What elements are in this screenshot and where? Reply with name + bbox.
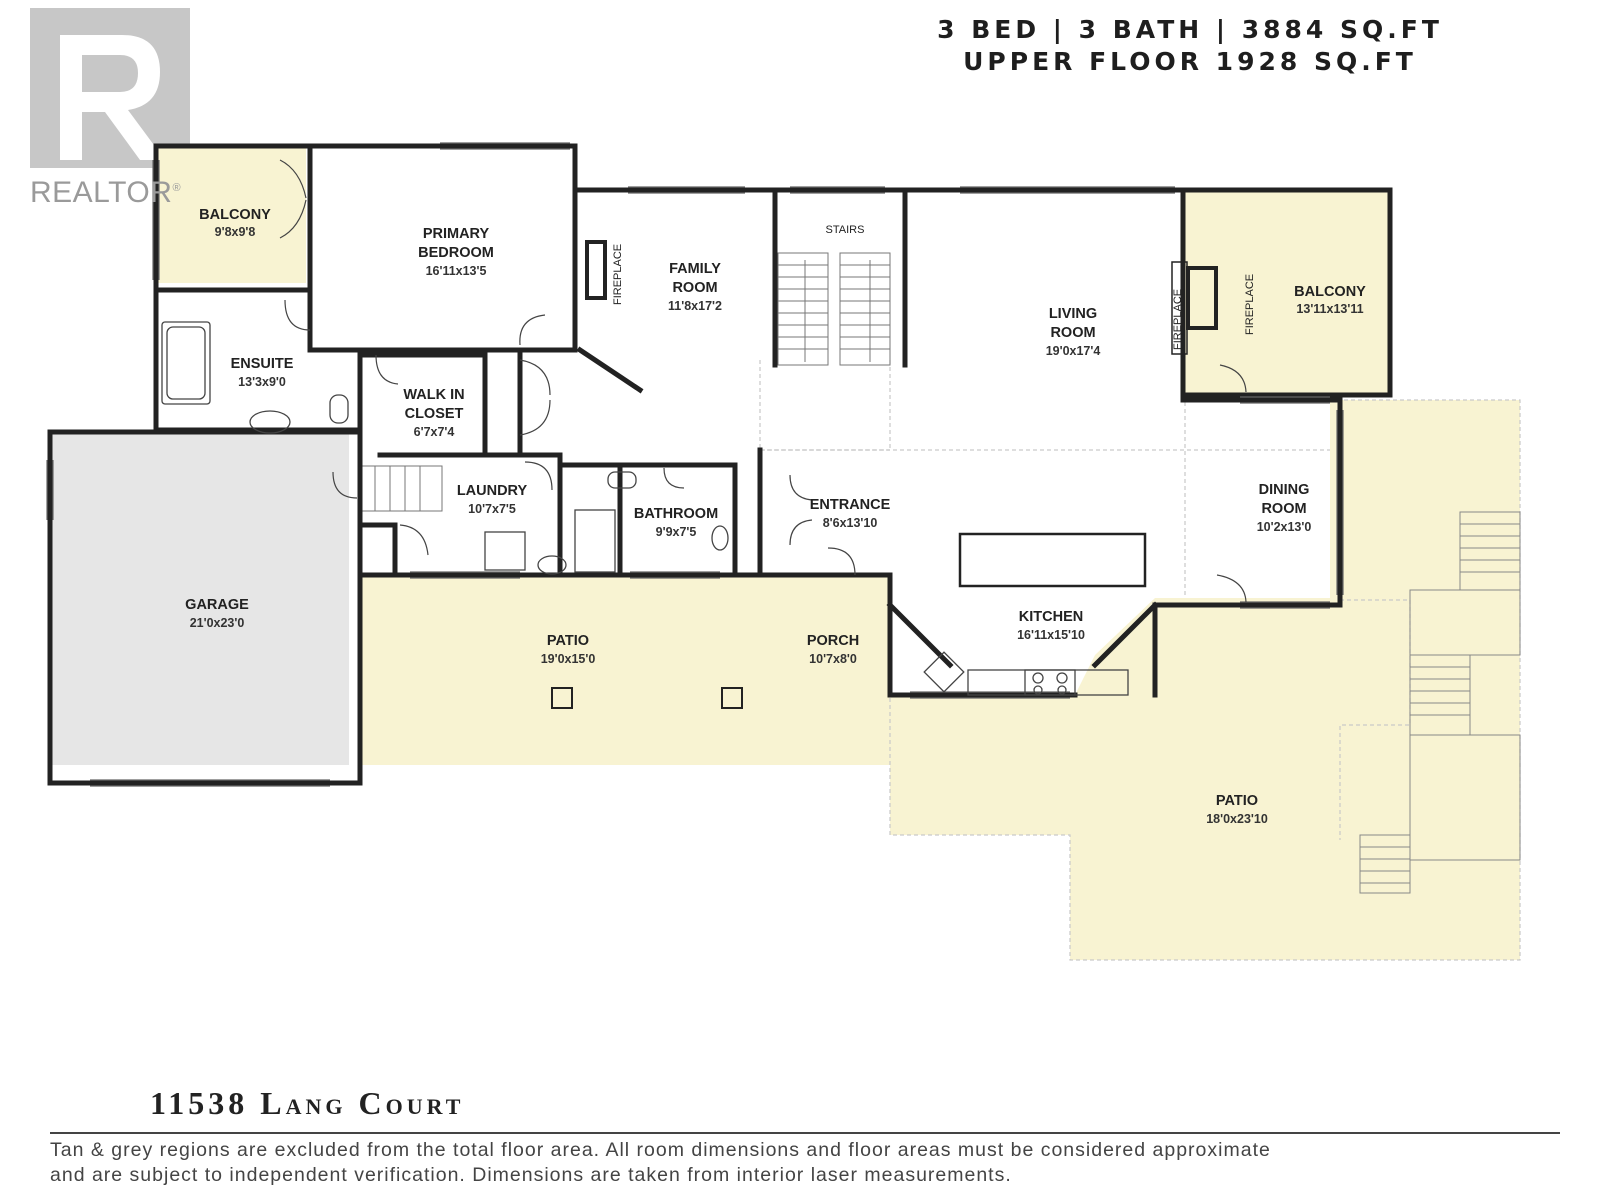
patio-right-dim: 18'0x23'10 — [1206, 812, 1268, 826]
garage-dim: 21'0x23'0 — [190, 616, 245, 630]
property-address: 11538 Lang Court — [150, 1085, 465, 1121]
walls — [47, 143, 1393, 786]
walk-in-closet-name-2: CLOSET — [405, 406, 464, 422]
fireplaces — [585, 240, 1218, 355]
exterior-stairs — [1359, 511, 1521, 894]
room-labels: BALCONY 9'8x9'8 PRIMARY BEDROOM 16'11x13… — [185, 207, 1366, 826]
ensuite-name: ENSUITE — [231, 356, 294, 372]
disclaimer-line-2: and are subject to independent verificat… — [50, 1164, 1012, 1186]
kitchen-dim: 16'11x15'10 — [1017, 628, 1085, 642]
header-summary: 3 BED | 3 BATH | 3884 SQ.FT — [937, 15, 1443, 44]
plan-header: 3 BED | 3 BATH | 3884 SQ.FT UPPER FLOOR … — [880, 14, 1500, 78]
deck-outline — [759, 360, 1521, 961]
family-room-dim: 11'8x17'2 — [668, 299, 722, 313]
family-fireplace — [585, 240, 607, 300]
balcony-right-name: BALCONY — [1294, 284, 1366, 300]
doors — [279, 159, 1247, 603]
disclaimer-line-1: Tan & grey regions are excluded from the… — [50, 1139, 1271, 1161]
footer-divider — [50, 1132, 1560, 1134]
laundry-name: LAUNDRY — [457, 483, 528, 499]
primary-bedroom-name-1: PRIMARY — [423, 226, 490, 242]
porch-dim: 10'7x8'0 — [809, 652, 857, 666]
balcony-left-area — [156, 146, 306, 283]
shower — [574, 509, 616, 573]
bath-sink — [711, 525, 729, 551]
family-room-name-1: FAMILY — [669, 261, 721, 277]
garage-area — [52, 432, 349, 765]
corner-sink — [923, 651, 965, 693]
bathroom-dim: 9'9x7'5 — [656, 525, 697, 539]
patio-left-name: PATIO — [547, 633, 589, 649]
disclaimer: Tan & grey regions are excluded from the… — [50, 1138, 1570, 1188]
realtor-watermark: REALTOR® — [30, 176, 181, 210]
balcony-left-name: BALCONY — [199, 207, 271, 223]
windows — [46, 142, 1344, 787]
ensuite-dim: 13'3x9'0 — [238, 375, 286, 389]
bath-toilet — [607, 471, 637, 489]
stairs-name: STAIRS — [826, 224, 865, 236]
realtor-watermark-text: REALTOR — [30, 176, 173, 209]
header-upper-floor: UPPER FLOOR 1928 SQ.FT — [963, 47, 1417, 76]
registered-mark: ® — [172, 182, 182, 194]
kitchen-island — [958, 532, 1147, 588]
patio-right-name: PATIO — [1216, 793, 1258, 809]
laundry-dim: 10'7x7'5 — [468, 502, 516, 516]
fireplace-label-family: FIREPLACE — [612, 244, 624, 305]
dining-room-dim: 10'2x13'0 — [1257, 520, 1312, 534]
ensuite-toilet — [329, 394, 349, 424]
family-room-name-2: ROOM — [672, 280, 717, 296]
garage-name: GARAGE — [185, 597, 249, 613]
fireplace-label-balcony: FIREPLACE — [1244, 274, 1256, 335]
dining-room-name-2: ROOM — [1261, 501, 1306, 517]
entrance-dim: 8'6x13'10 — [823, 516, 878, 530]
balcony-left-dim: 9'8x9'8 — [215, 225, 256, 239]
walk-in-closet-name-1: WALK IN — [403, 387, 464, 403]
bathtub — [161, 321, 211, 405]
dining-room-name-1: DINING — [1259, 482, 1310, 498]
fixtures — [161, 321, 1147, 709]
laundry-sink — [537, 555, 567, 575]
entrance-name: ENTRANCE — [810, 497, 891, 513]
patio-left-dim: 19'0x15'0 — [541, 652, 596, 666]
realtor-logo — [30, 8, 190, 168]
kitchen-name: KITCHEN — [1019, 609, 1083, 625]
porch-name: PORCH — [807, 633, 859, 649]
patio-post-1 — [551, 687, 573, 709]
patio-post-2 — [721, 687, 743, 709]
washer — [484, 531, 526, 571]
living-room-name-2: ROOM — [1050, 325, 1095, 341]
living-room-name-1: LIVING — [1049, 306, 1097, 322]
living-fireplace — [1186, 266, 1218, 330]
bathroom-name: BATHROOM — [634, 506, 718, 522]
primary-bedroom-dim: 16'11x13'5 — [426, 264, 487, 278]
patio-left-area — [358, 575, 890, 765]
interior-stairs — [361, 252, 891, 512]
fireplace-label-living: FIREPLACE — [1172, 289, 1184, 350]
stove — [1024, 669, 1076, 696]
ensuite-sink — [249, 410, 291, 434]
primary-bedroom-name-2: BEDROOM — [418, 245, 494, 261]
walk-in-closet-dim: 6'7x7'4 — [414, 425, 455, 439]
living-room-dim: 19'0x17'4 — [1046, 344, 1101, 358]
patio-right-area — [890, 400, 1520, 960]
balcony-right-dim: 13'11x13'11 — [1296, 302, 1363, 316]
